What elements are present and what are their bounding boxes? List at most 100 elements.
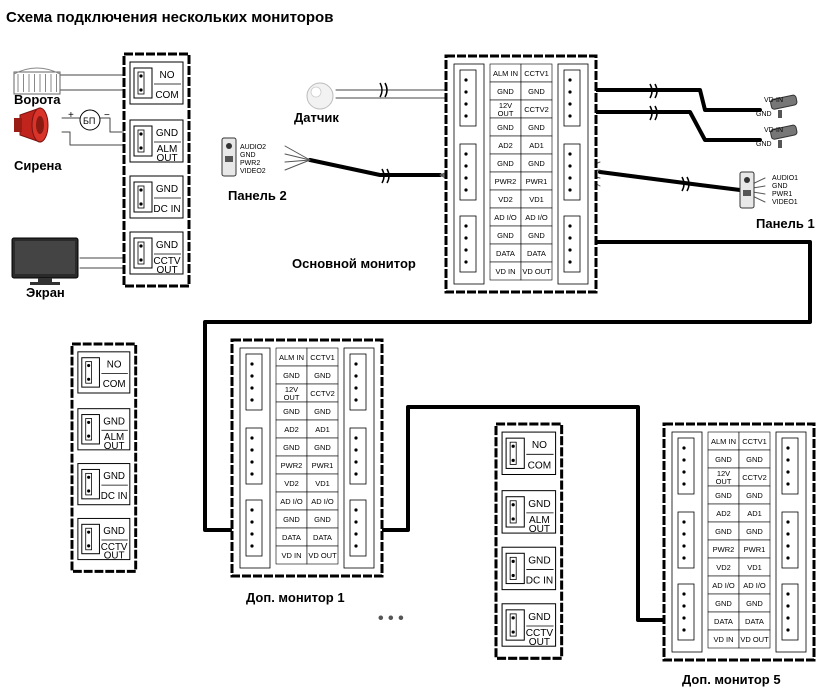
connector-fan <box>284 153 311 161</box>
monitor-table-text: GND <box>715 599 732 608</box>
socket-pin <box>354 460 358 464</box>
connector-socket <box>781 511 799 569</box>
monitor-table-text: GND <box>314 371 331 380</box>
socket-pin <box>250 374 254 378</box>
panel1-pin-label: PWR1 <box>772 191 792 198</box>
monitor-table-text: OUT <box>716 477 732 486</box>
connector-socket <box>563 69 581 127</box>
screen-icon <box>11 237 79 285</box>
monitor-table-text: GND <box>746 491 763 500</box>
relay-label: CCTV <box>153 256 181 267</box>
terminal-pin <box>87 530 91 534</box>
monitor-table-text: ALM IN <box>279 353 304 362</box>
siren-base <box>14 118 22 132</box>
monitor-table-text: AD2 <box>284 425 299 434</box>
monitor-table-text: GND <box>497 87 514 96</box>
monitor-table-text: VD IN <box>281 551 301 560</box>
monitor-table-text: DATA <box>313 533 332 542</box>
monitor-table-text: VD IN <box>713 635 733 644</box>
relay-label: ALM <box>529 515 550 526</box>
siren-wire <box>99 117 129 133</box>
socket-pin <box>786 628 790 632</box>
socket-pin <box>354 386 358 390</box>
relay-label: COM <box>155 90 178 101</box>
monitor-table-text: CCTV2 <box>524 105 549 114</box>
relay-label: COM <box>528 460 552 471</box>
socket-pin <box>568 248 572 252</box>
terminal-pin <box>139 258 143 262</box>
terminal-slot <box>137 129 145 153</box>
camera-mount <box>778 110 782 118</box>
terminal-pin <box>139 202 143 206</box>
monitor-table-text: GND <box>283 407 300 416</box>
monitor-table-text: AD I/O <box>280 497 303 506</box>
terminal-pin <box>511 559 515 563</box>
connector-socket <box>563 215 581 273</box>
connector-socket <box>563 143 581 201</box>
gate-arch <box>13 67 61 75</box>
sensor-body <box>306 82 334 110</box>
monitor-table-text: VD1 <box>529 195 544 204</box>
monitor-table-text: GND <box>314 443 331 452</box>
monitor-table-cell <box>520 261 553 281</box>
socket-pin <box>464 260 468 264</box>
monitor-table-text: VD OUT <box>308 551 337 560</box>
relay-label: OUT <box>104 551 125 562</box>
monitor-table-text: CCTV2 <box>742 473 767 482</box>
monitor-table-text: GND <box>283 515 300 524</box>
siren-center <box>36 116 44 134</box>
siren-wire <box>61 131 129 146</box>
monitor-table-text: GND <box>746 599 763 608</box>
connector-socket <box>245 499 263 557</box>
connector-socket <box>245 353 263 411</box>
monitor-table-text: AD1 <box>529 141 544 150</box>
socket-pin <box>568 114 572 118</box>
socket-pin <box>568 164 572 168</box>
socket-pin <box>568 260 572 264</box>
sensor-label: Датчик <box>294 110 339 125</box>
relay-label: GND <box>528 499 550 510</box>
monitor-table-text: AD I/O <box>712 581 735 590</box>
connector-fan <box>284 145 311 161</box>
panel1-cable <box>598 170 742 192</box>
monitor-table-text: VD OUT <box>740 635 769 644</box>
monitor-table-text: AD2 <box>498 141 513 150</box>
monitor-table-text: GND <box>314 407 331 416</box>
terminal-pin <box>139 74 143 78</box>
monitor-table-text: AD1 <box>315 425 330 434</box>
socket-pin <box>568 90 572 94</box>
monitor-table-text: DATA <box>527 249 546 258</box>
socket-pin <box>682 604 686 608</box>
panel2-pin-label: GND <box>240 152 256 159</box>
monitor-table-text: CCTV1 <box>524 69 549 78</box>
terminal-slot <box>137 185 145 209</box>
terminal-pin <box>87 420 91 424</box>
monitor-table-text: PWR2 <box>281 461 303 470</box>
socket-pin <box>464 90 468 94</box>
socket-pin <box>250 460 254 464</box>
relay-label: GND <box>528 555 550 566</box>
connector-socket <box>781 437 799 495</box>
socket-pin <box>786 532 790 536</box>
socket-pin <box>682 628 686 632</box>
panel1-pin-label: GND <box>772 183 788 190</box>
terminal-pin <box>511 444 515 448</box>
socket-pin <box>354 436 358 440</box>
connector-socket <box>349 427 367 485</box>
monitor-table-text: AD1 <box>747 509 762 518</box>
socket-pin <box>568 78 572 82</box>
terminal-slot <box>509 441 517 465</box>
monitor-table-text: AD I/O <box>311 497 334 506</box>
monitor-table-text: GND <box>715 527 732 536</box>
socket-pin <box>250 436 254 440</box>
socket-pin <box>682 470 686 474</box>
monitor-table-text: GND <box>283 443 300 452</box>
relay-label: GND <box>156 184 178 195</box>
panel1-label: Панель 1 <box>756 216 815 231</box>
relay-label: NO <box>160 70 175 81</box>
socket-pin <box>786 446 790 450</box>
relay-label: GND <box>103 526 125 537</box>
panel1-icon <box>739 171 755 209</box>
